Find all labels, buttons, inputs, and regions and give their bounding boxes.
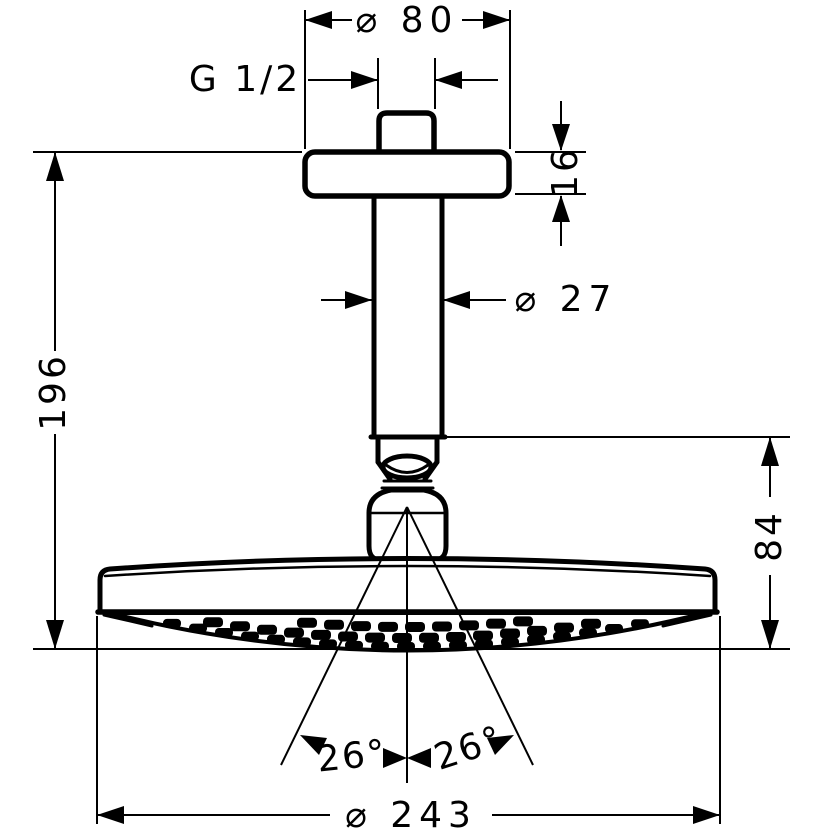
nozzle-dot [513,616,533,627]
nozzle-dot [449,640,467,650]
label-thread-size: G 1/2 [188,59,302,100]
shower-arm [368,193,448,465]
nozzle-dot [554,622,574,633]
nozzle-dot [501,637,519,647]
nozzle-dot [378,621,398,632]
extension-lines [33,10,790,824]
nozzle-dot [581,618,601,629]
nozzle-dot [267,634,285,644]
nozzle-dot [473,630,493,641]
label-head-height: 84 [749,510,790,562]
nozzle-field [163,616,649,651]
nozzle-dot [257,624,277,635]
nozzle-dot [527,625,547,636]
nozzle-dot [319,639,337,649]
nozzle-dot [203,617,223,628]
nozzle-dot [605,624,623,634]
nozzle-dot [297,617,317,628]
nozzle-dot [527,635,545,645]
nozzle-dot [284,627,304,638]
nozzle-dot [365,632,385,643]
nozzle-dot [432,621,452,632]
nozzle-dot [230,621,250,632]
nozzle-dot [419,632,439,643]
dimension-arrows [46,11,779,824]
nozzle-dot [241,631,259,641]
nozzle-dot [345,640,363,650]
label-top-diameter: ⌀ 80 [355,0,459,41]
dimension-lines [54,19,771,816]
nozzle-dot [189,623,207,633]
ceiling-flange [302,149,512,199]
nozzle-dot [475,639,493,649]
nozzle-dot [405,621,425,632]
label-spray-angle-left: 26° [315,732,389,781]
ceiling-connector [302,110,512,199]
nozzle-dot [392,632,412,643]
label-head-diameter: ⌀ 243 [345,795,477,828]
spray-angle-lines [280,506,534,783]
nozzle-dot [631,619,649,629]
label-overall-height: 196 [33,353,74,431]
label-flange-height: 16 [545,146,586,198]
label-arm-diameter: ⌀ 27 [514,279,618,320]
thread-stub [376,110,437,157]
nozzle-dot [486,618,506,629]
nozzle-dot [215,627,233,637]
nozzle-dot [500,628,520,639]
nozzle-dot [553,631,571,641]
nozzle-dot [324,619,344,630]
nozzle-dot [579,628,597,638]
nozzle-dot [351,621,371,632]
nozzle-dot [163,618,181,628]
nozzle-dot [293,637,311,647]
nozzle-dot [446,631,466,642]
nozzle-dot [311,629,331,640]
